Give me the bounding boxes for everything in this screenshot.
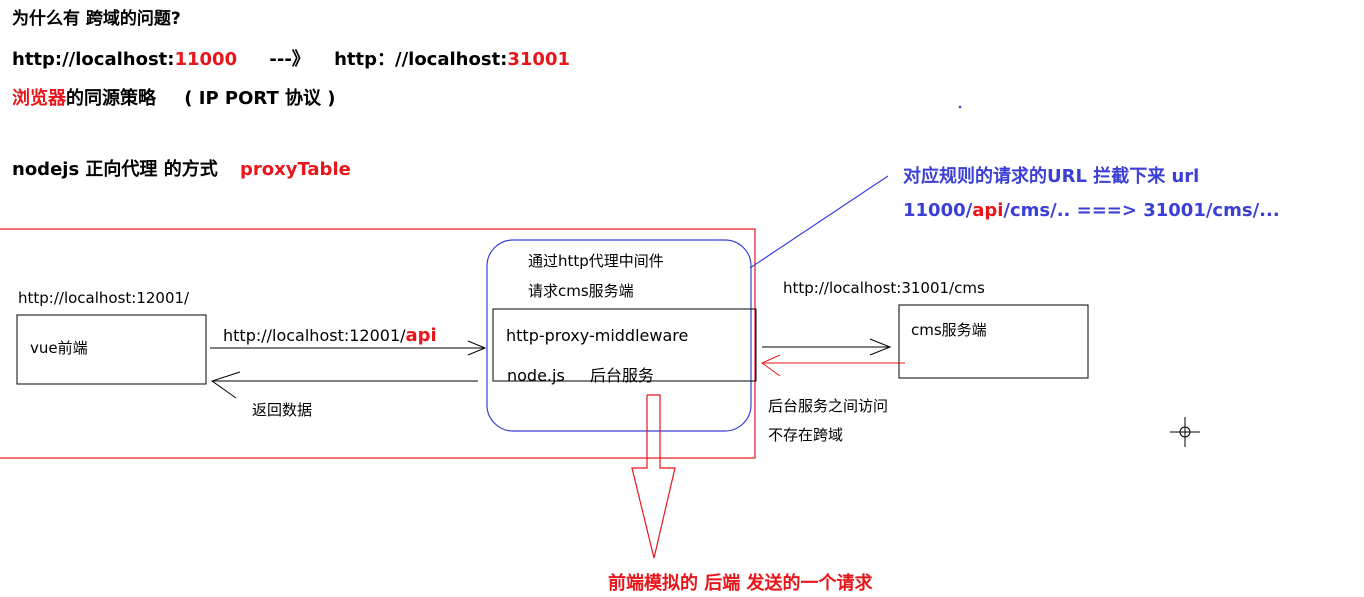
from-cms-arrow: [761, 354, 905, 377]
flow-arrow-text: ---》: [269, 49, 310, 70]
return-label: 返回数据: [252, 401, 313, 419]
outer-red-frame: [0, 228, 756, 459]
request-arrow: [210, 340, 487, 356]
request-url-api: api: [405, 325, 437, 346]
request-url-prefix: http://localhost:12001/: [223, 326, 406, 345]
middleware-box: [492, 308, 757, 382]
left-port: 11000: [174, 49, 238, 70]
node-js: node.js: [507, 366, 565, 385]
crosshair-icon: [1170, 417, 1200, 447]
rule-note-mapping: /cms/.. ===> 31001/cms/...: [1003, 200, 1280, 221]
return-arrow: [210, 371, 478, 399]
vue-box-label: vue前端: [30, 339, 88, 357]
policy-items: ( IP PORT 协议 ): [184, 88, 336, 109]
backend-note-2: 不存在跨域: [768, 426, 844, 444]
right-url-prefix: http：//localhost:: [334, 49, 508, 70]
rule-note-port: 11000/: [903, 200, 973, 221]
url-line: http://localhost:11000 ---》 http：//local…: [12, 45, 570, 71]
bottom-note: 前端模拟的 后端 发送的一个请求: [608, 573, 873, 594]
policy-line: 浏览器的同源策略 ( IP PORT 协议 ): [12, 84, 336, 110]
proxy-prefix: nodejs 正向代理 的方式: [12, 159, 218, 180]
frontend-url: http://localhost:12001/: [18, 289, 190, 307]
browser-word: 浏览器: [12, 88, 66, 109]
policy-word: 的同源策略: [66, 88, 156, 109]
question-title: 为什么有 跨域的问题?: [12, 9, 181, 29]
vue-box: [16, 314, 207, 385]
node-label: node.js 后台服务: [507, 362, 654, 386]
proxy-region: [486, 239, 752, 432]
middleware-name: http-proxy-middleware: [506, 326, 689, 345]
stray-dot: [958, 105, 962, 109]
to-cms-arrow: [762, 338, 892, 356]
proxy-table-keyword: proxyTable: [239, 159, 351, 180]
rule-note-line1: 对应规则的请求的URL 拦截下来 url: [903, 166, 1200, 187]
callout-line: [749, 175, 889, 269]
request-url: http://localhost:12001/api: [223, 325, 437, 346]
left-url-prefix: http://localhost:: [12, 49, 175, 70]
right-port: 31001: [507, 49, 570, 70]
cms-url: http://localhost:31001/cms: [783, 279, 985, 297]
rule-note-api: api: [972, 200, 1004, 221]
proxy-line: nodejs 正向代理 的方式 proxyTable: [12, 155, 351, 181]
cms-box-label: cms服务端: [911, 321, 987, 339]
node-service: 后台服务: [589, 366, 654, 385]
middleware-note-1: 通过http代理中间件: [528, 252, 664, 270]
backend-note-1: 后台服务之间访问: [768, 397, 889, 415]
rule-note-line2: 11000/api/cms/.. ===> 31001/cms/...: [903, 200, 1280, 221]
middleware-note-2: 请求cms服务端: [528, 282, 634, 300]
cms-box: [898, 304, 1089, 379]
down-arrow: [631, 394, 676, 559]
